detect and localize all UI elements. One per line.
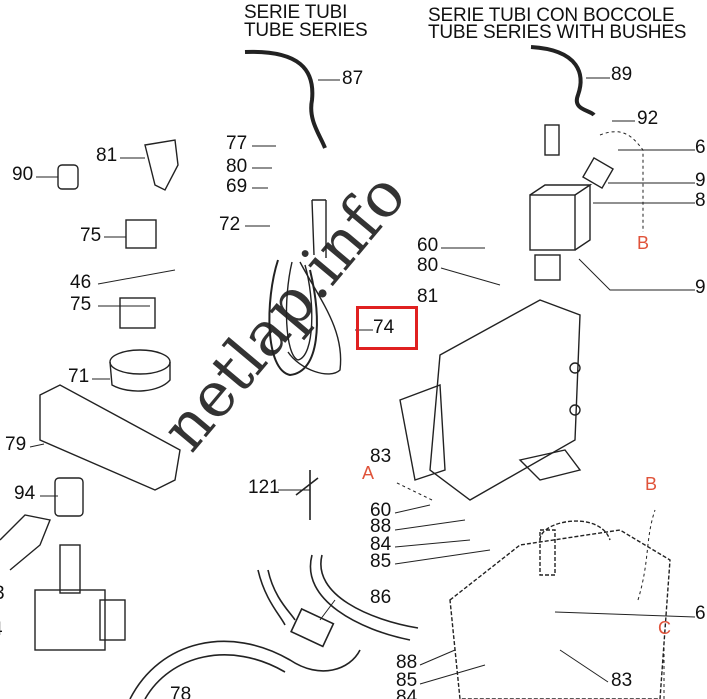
part-number-label: 83 bbox=[370, 446, 392, 467]
base-manifold-block bbox=[449, 520, 671, 699]
tube-89 bbox=[530, 45, 596, 117]
header-tube-series-it: SERIE TUBI bbox=[244, 2, 348, 23]
part-number-label: 84 bbox=[396, 687, 418, 699]
part-number-label: 94 bbox=[14, 483, 36, 504]
connector-label: B bbox=[637, 233, 650, 253]
part-number-label: 3 bbox=[0, 584, 5, 603]
part-number-label: 69 bbox=[226, 176, 248, 197]
part-number-label: 78 bbox=[170, 684, 192, 699]
connector-label: A bbox=[362, 463, 375, 483]
part-number-label: 83 bbox=[611, 670, 633, 691]
part-number-label: 121 bbox=[248, 477, 280, 498]
part-number-label: 81 bbox=[96, 145, 118, 166]
highlight-box-part-74 bbox=[356, 306, 418, 350]
part-number-label: 60 bbox=[370, 500, 392, 521]
part-number-label: 75 bbox=[70, 294, 92, 315]
part-number-label: 80 bbox=[417, 255, 439, 276]
connector-label: B bbox=[645, 474, 658, 494]
header-bushes-en: TUBE SERIES WITH BUSHES bbox=[428, 22, 687, 43]
header-tube-series-en: TUBE SERIES bbox=[244, 20, 368, 41]
part-number-label: 92 bbox=[637, 108, 659, 129]
part-number-label: 89 bbox=[611, 64, 633, 85]
part-number-label: 74 bbox=[373, 317, 395, 338]
tube-87 bbox=[244, 49, 327, 149]
part-number-label: 90 bbox=[12, 164, 34, 185]
part-number-label: 4 bbox=[0, 620, 3, 639]
part-number-label: 87 bbox=[342, 68, 364, 89]
connector-label: C bbox=[658, 618, 671, 638]
part-number-label: 80 bbox=[226, 156, 248, 177]
part-number-label: 86 bbox=[370, 587, 392, 608]
part-number-label: 85 bbox=[370, 551, 392, 572]
part-number-label: 77 bbox=[226, 133, 248, 154]
header-bushes-it: SERIE TUBI CON BOCCOLE bbox=[428, 5, 675, 26]
part-number-label: 75 bbox=[80, 225, 102, 246]
part-number-label: 79 bbox=[5, 434, 27, 455]
part-number-label: 88 bbox=[370, 516, 392, 537]
part-number-label: 8 bbox=[695, 190, 706, 211]
part-number-label: 46 bbox=[70, 272, 92, 293]
part-number-label: 85 bbox=[396, 670, 418, 691]
boiler-heating-element-74 bbox=[268, 199, 342, 377]
part-number-label: 71 bbox=[68, 366, 90, 387]
solenoid-valve bbox=[529, 124, 614, 281]
left-components bbox=[0, 139, 181, 651]
part-number-label: 6 bbox=[695, 137, 706, 158]
part-number-label: 60 bbox=[417, 235, 439, 256]
part-number-label: 9 bbox=[695, 170, 706, 191]
part-number-label: 72 bbox=[219, 214, 241, 235]
leader-lines bbox=[29, 77, 696, 685]
mounting-bracket bbox=[399, 299, 582, 501]
lower-tubes bbox=[129, 470, 419, 699]
part-number-label: 88 bbox=[396, 652, 418, 673]
part-number-label: 81 bbox=[417, 286, 439, 307]
part-number-label: 9 bbox=[695, 277, 706, 298]
part-number-label: 84 bbox=[370, 534, 392, 555]
connector-arrows bbox=[394, 131, 665, 699]
part-number-label: 6 bbox=[695, 603, 706, 624]
